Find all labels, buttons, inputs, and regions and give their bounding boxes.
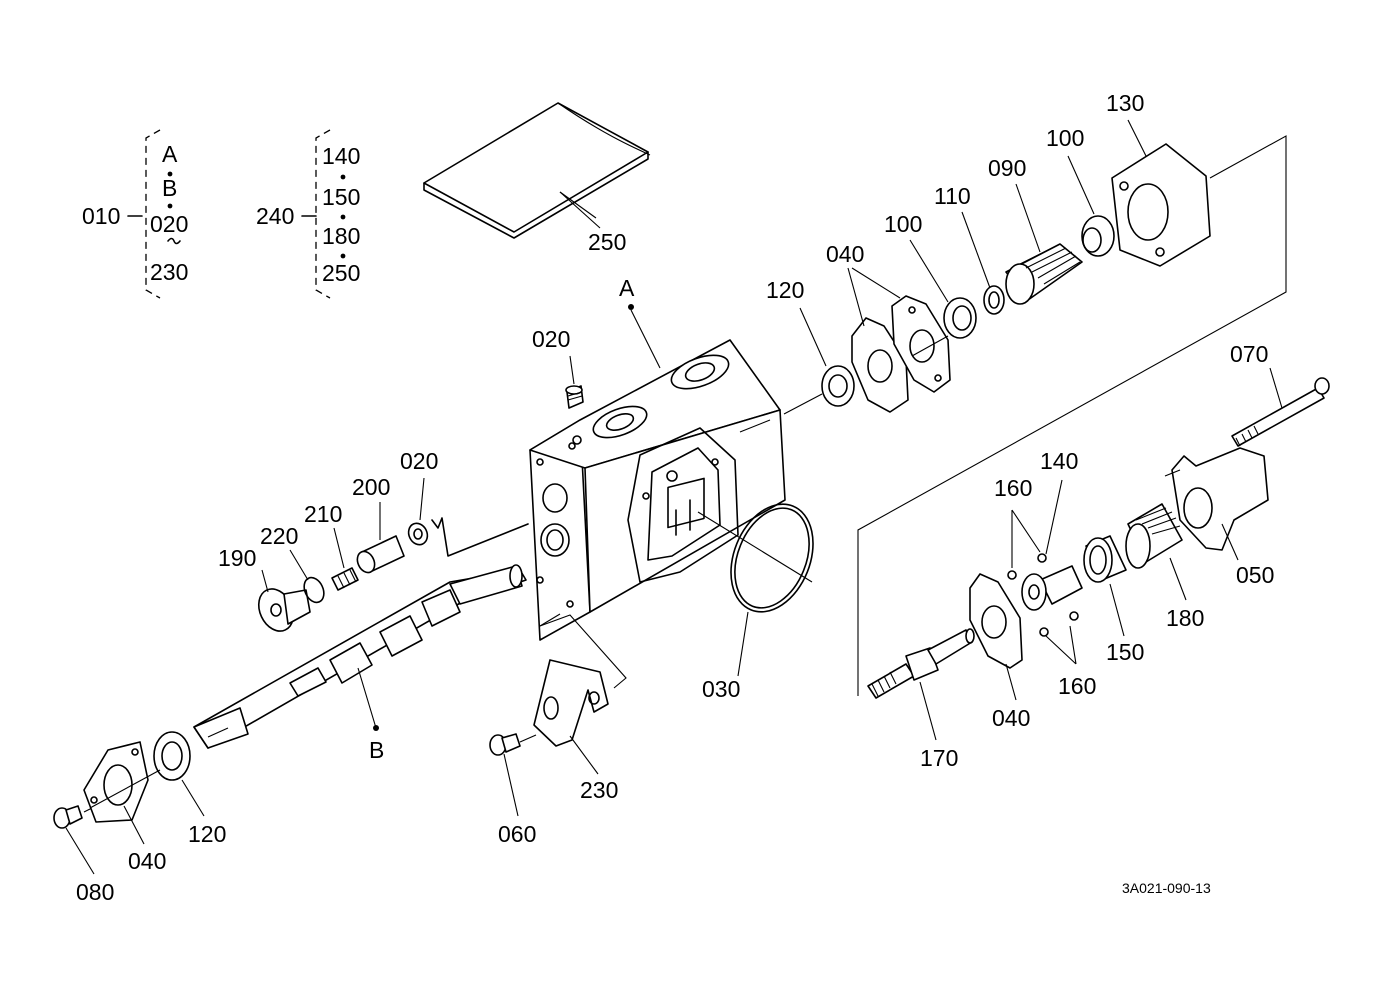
detent-parts xyxy=(257,517,529,632)
part-040-plate-right xyxy=(969,573,1023,669)
group-240-member-150: 150 xyxy=(322,184,360,210)
drawing-number: 3A021-090-13 xyxy=(1122,880,1211,896)
group-240-member-180: 180 xyxy=(322,223,360,249)
label-090: 090 xyxy=(988,155,1026,181)
label-150: 150 xyxy=(1106,639,1144,665)
part-170-shaft xyxy=(867,628,975,699)
label-230: 230 xyxy=(580,777,618,803)
label-020: 020 xyxy=(532,326,570,352)
part-160-balls xyxy=(1007,509,1079,665)
spool-b xyxy=(193,564,527,749)
label-250: 250 xyxy=(588,229,626,255)
part-130-cap xyxy=(1111,143,1211,267)
part-labels: 250 130 100 090 110 100 040 120 A 020 07… xyxy=(76,90,1274,905)
label-180: 180 xyxy=(1166,605,1204,631)
group-240-label: 240 xyxy=(256,203,294,229)
part-060-screw xyxy=(489,733,537,756)
group-010-range-tilde xyxy=(167,237,181,245)
label-200: 200 xyxy=(352,474,390,500)
part-040-plates-upper xyxy=(851,295,951,413)
part-100-spring-seat xyxy=(943,297,977,339)
label-030: 030 xyxy=(702,676,740,702)
part-180-spring xyxy=(1125,503,1183,569)
label-120: 120 xyxy=(188,821,226,847)
label-a: A xyxy=(619,275,635,301)
label-130: 130 xyxy=(1106,90,1144,116)
label-040: 040 xyxy=(826,241,864,267)
label-110: 110 xyxy=(934,183,971,209)
label-070: 070 xyxy=(1230,341,1268,367)
part-090-spring xyxy=(1005,243,1083,305)
label-060: 060 xyxy=(498,821,536,847)
part-070-bolt xyxy=(1231,377,1330,447)
group-240-member-250: 250 xyxy=(322,260,360,286)
label-020: 020 xyxy=(400,448,438,474)
label-220: 220 xyxy=(260,523,298,549)
part-140-sleeve xyxy=(1021,565,1083,611)
part-030-o-ring xyxy=(730,503,814,613)
part-020-plug-top xyxy=(565,385,584,409)
group-010-member-b: B xyxy=(162,175,177,201)
assembly-group-010: 010 A B 020 230 xyxy=(82,129,188,299)
label-160: 160 xyxy=(994,475,1032,501)
label-040: 040 xyxy=(128,848,166,874)
label-040: 040 xyxy=(992,705,1030,731)
label-120: 120 xyxy=(766,277,804,303)
group-010-dot xyxy=(167,171,173,177)
label-100: 100 xyxy=(1046,125,1084,151)
label-170: 170 xyxy=(920,745,958,771)
valve-body xyxy=(529,339,786,641)
part-050-cover xyxy=(1171,447,1269,551)
label-190: 190 xyxy=(218,545,256,571)
label-140: 140 xyxy=(1040,448,1078,474)
label-210: 210 xyxy=(304,501,342,527)
part-080-screw xyxy=(53,805,97,829)
group-240-dot xyxy=(340,253,346,259)
part-100-spring-seat-b xyxy=(1081,215,1115,257)
group-010-member-230: 230 xyxy=(150,259,188,285)
group-240-dot xyxy=(340,214,346,220)
group-010-member-020: 020 xyxy=(150,211,188,237)
part-120-seal-upper xyxy=(821,365,855,407)
label-100: 100 xyxy=(884,211,922,237)
part-250-sheet xyxy=(423,102,651,239)
part-110-ring xyxy=(983,285,1005,315)
group-240-member-140: 140 xyxy=(322,143,360,169)
label-050: 050 xyxy=(1236,562,1274,588)
group-010-label: 010 xyxy=(82,203,120,229)
assembly-lines xyxy=(65,119,1287,875)
assembly-group-240: 240 140 150 180 250 xyxy=(256,129,360,299)
part-150-collar xyxy=(1083,535,1127,583)
label-080: 080 xyxy=(76,879,114,905)
part-120-seal-lower xyxy=(153,731,191,781)
group-010-member-a: A xyxy=(162,141,178,167)
label-160: 160 xyxy=(1058,673,1096,699)
part-230-bracket xyxy=(533,614,627,747)
label-b: B xyxy=(369,737,384,763)
group-240-dot xyxy=(340,174,346,180)
group-010-dot xyxy=(167,203,173,209)
